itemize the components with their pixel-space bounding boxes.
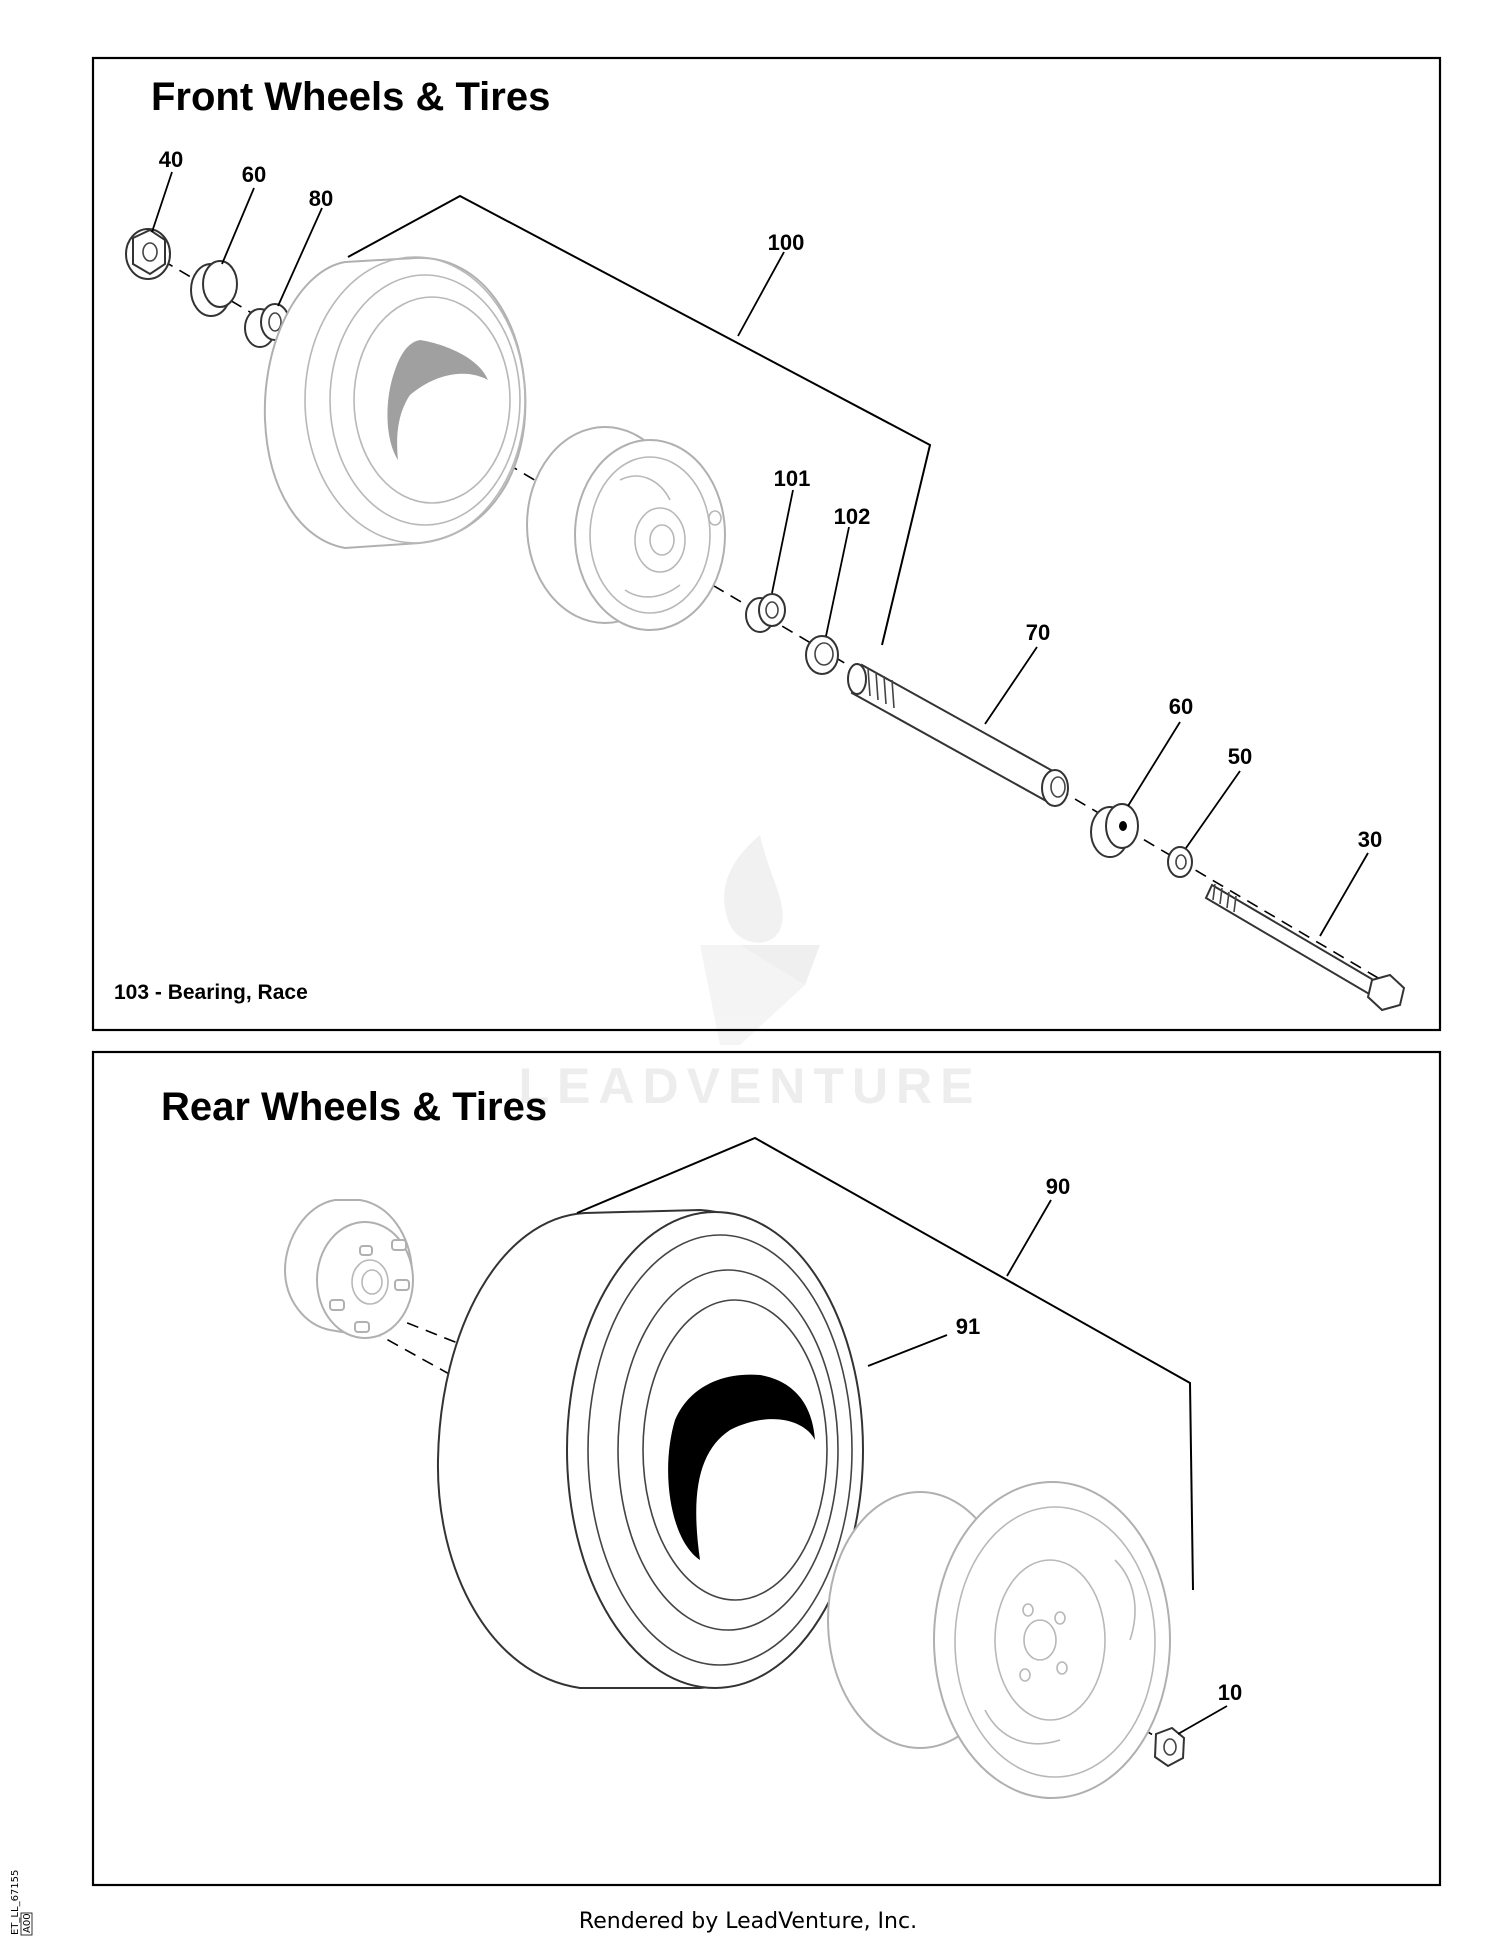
watermark: LEADVENTURE: [518, 835, 981, 1114]
callout-70: 70: [1026, 620, 1050, 645]
front-leader-lines: [151, 171, 1369, 937]
rear-tire-bore-shade: [668, 1374, 815, 1560]
callout-50: 50: [1228, 744, 1252, 769]
front-panel-title: Front Wheels & Tires: [151, 75, 550, 119]
axle-sleeve-part[interactable]: [847, 663, 1069, 807]
drawing-revision: A00: [22, 1913, 33, 1933]
wheel-hub-part[interactable]: [283, 1199, 414, 1339]
bearing-race-note: 103 - Bearing, Race: [114, 981, 308, 1004]
wheel-stud-icon: [329, 1239, 410, 1333]
rear-rim-part[interactable]: [827, 1481, 1171, 1799]
callout-60-rear: 60: [1169, 694, 1193, 719]
dust-cap-part-2[interactable]: [1090, 803, 1139, 858]
tire-bore-shade: [387, 340, 488, 460]
rear-panel-title: Rear Wheels & Tires: [161, 1085, 547, 1129]
washer-part[interactable]: [1167, 846, 1193, 878]
drawing-id: ET_LL_67155: [10, 1870, 21, 1935]
tire-assembly-bracket: [347, 194, 932, 646]
watermark-text: LEADVENTURE: [518, 1058, 981, 1114]
front-tire-part[interactable]: [263, 256, 527, 550]
rear-panel: Rear Wheels & Tires: [91, 1050, 1442, 1887]
footer-credit: Rendered by LeadVenture, Inc.: [579, 1909, 917, 1934]
front-panel: Front Wheels & Tires: [91, 56, 1442, 1032]
callout-100: 100: [768, 230, 805, 255]
callout-91: 91: [956, 1314, 980, 1339]
rear-tire-part[interactable]: [436, 1208, 864, 1689]
front-rim-part[interactable]: [526, 426, 726, 631]
callout-10: 10: [1218, 1680, 1242, 1705]
lug-nut-part[interactable]: [1153, 1726, 1186, 1768]
callout-80: 80: [309, 186, 333, 211]
side-label: ET_LL_67155 A00: [10, 1870, 33, 1936]
rear-panel-frame: [91, 1050, 1442, 1887]
rear-hub-axis-2: [369, 1329, 461, 1381]
callout-101: 101: [774, 466, 811, 491]
shoulder-bolt-part[interactable]: [1204, 883, 1406, 1012]
callout-60: 60: [242, 162, 266, 187]
bearing-part[interactable]: [745, 593, 786, 633]
callout-102: 102: [834, 504, 871, 529]
flame-logo-icon: [700, 835, 820, 1045]
flange-nut-part[interactable]: [125, 228, 171, 280]
callout-90: 90: [1046, 1174, 1070, 1199]
front-panel-frame: [91, 56, 1442, 1032]
callout-30: 30: [1358, 827, 1382, 852]
wheel-assembly-bracket: [576, 1136, 1194, 1591]
rear-leader-lines: [867, 1199, 1228, 1735]
dust-cap-part[interactable]: [190, 260, 238, 317]
bearing-race-part[interactable]: [805, 635, 839, 675]
callout-40: 40: [159, 147, 183, 172]
